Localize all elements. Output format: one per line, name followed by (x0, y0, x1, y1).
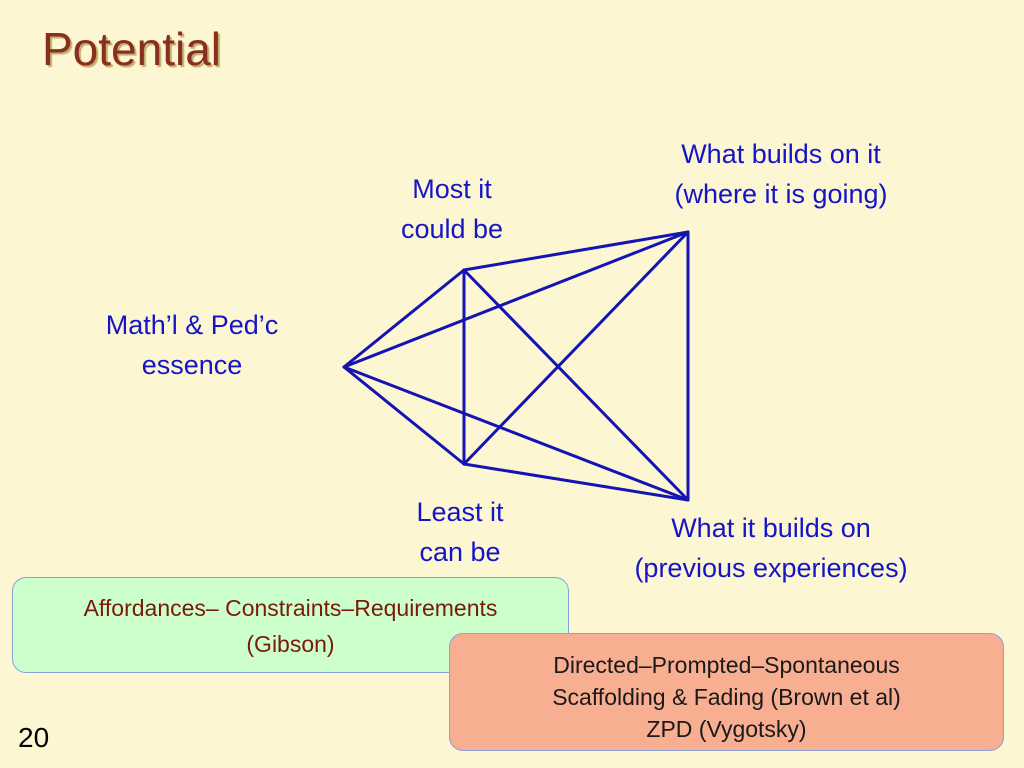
affordances-box: Affordances– Constraints–Requirements (G… (12, 577, 569, 673)
node-it-builds-on-line2: (previous experiences) (634, 553, 908, 583)
node-essence-line1: Math’l & Ped’c (105, 310, 279, 340)
edge-most-it-builds-on (462, 268, 690, 502)
node-essence-line2: essence (141, 350, 243, 380)
node-least-line2: can be (419, 537, 501, 567)
node-it-builds-on-label: What it builds on (previous experiences) (590, 508, 952, 588)
node-most-line1: Most it (412, 174, 492, 204)
page-number: 20 (18, 722, 50, 753)
edge-essence-builds-on-it (342, 230, 690, 369)
node-least-label: Least it can be (380, 492, 540, 572)
edge-least-it-builds-on (462, 462, 690, 502)
directed-line3: ZPD (Vygotsky) (646, 716, 807, 742)
node-builds-on-it-line2: (where it is going) (674, 179, 888, 209)
node-builds-on-it-line1: What builds on it (681, 139, 881, 169)
node-most-label: Most it could be (372, 169, 532, 249)
edge-essence-most (342, 268, 466, 369)
edge-most-builds-on-it (462, 230, 690, 272)
node-builds-on-it-label: What builds on it (where it is going) (620, 134, 942, 214)
node-most-line2: could be (400, 214, 504, 244)
directed-box: Directed–Prompted–Spontaneous Scaffoldin… (449, 633, 1004, 751)
directed-line1: Directed–Prompted–Spontaneous (553, 652, 900, 678)
directed-line2: Scaffolding & Fading (Brown et al) (552, 684, 901, 710)
edge-essence-least (342, 365, 466, 466)
node-it-builds-on-line1: What it builds on (671, 513, 871, 543)
affordances-line1: Affordances– Constraints–Requirements (83, 595, 498, 621)
node-least-line1: Least it (416, 497, 504, 527)
edge-least-builds-on-it (462, 230, 690, 466)
slide-title: Potential (42, 23, 222, 75)
affordances-line2: (Gibson) (246, 631, 335, 657)
node-essence-label: Math’l & Ped’c essence (72, 305, 312, 385)
edge-essence-it-builds-on (342, 365, 690, 502)
